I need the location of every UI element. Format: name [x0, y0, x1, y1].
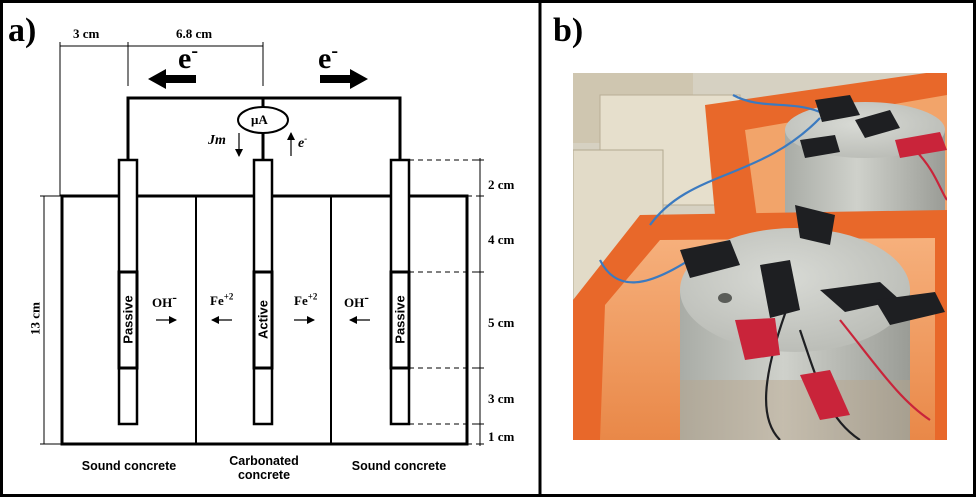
height-13cm: 13 cm: [27, 302, 43, 335]
dim-2cm: 2 cm: [488, 177, 515, 192]
electron-left-label: e-: [178, 40, 198, 75]
dim-5cm: 5 cm: [488, 315, 515, 330]
panel-b-letter: b): [553, 12, 584, 49]
electrode-label-right: Passive: [392, 295, 408, 344]
electron-arrow-right: [320, 69, 368, 89]
dim-3cm-lower: 3 cm: [488, 391, 515, 406]
zone-label-center: Carbonated concrete: [229, 454, 299, 483]
ion-fe-left: Fe+2: [210, 291, 234, 308]
electron-arrow-left: [148, 69, 196, 89]
schematic: [40, 42, 484, 446]
zone-label-right: Sound concrete: [351, 459, 447, 473]
dim-3cm: 3 cm: [73, 26, 100, 41]
zone-label-left: Sound concrete: [81, 459, 177, 473]
ammeter-label: μA: [251, 112, 268, 127]
dim-1cm: 1 cm: [488, 429, 515, 444]
electron-up-label: e-: [298, 133, 308, 151]
electrode-label-left: Passive: [120, 295, 136, 344]
ion-oh-left: OH-: [152, 290, 177, 310]
dim-6-8cm: 6.8 cm: [176, 26, 213, 41]
panel-a-letter: a): [8, 12, 37, 49]
jm-label: Jm: [208, 133, 226, 148]
electron-right-label: e-: [318, 40, 338, 75]
ion-oh-right: OH-: [344, 290, 369, 310]
experiment-photo: [573, 73, 947, 440]
dim-4cm: 4 cm: [488, 232, 515, 247]
electrode-label-center: Active: [255, 299, 271, 340]
ion-fe-right: Fe+2: [294, 291, 318, 308]
